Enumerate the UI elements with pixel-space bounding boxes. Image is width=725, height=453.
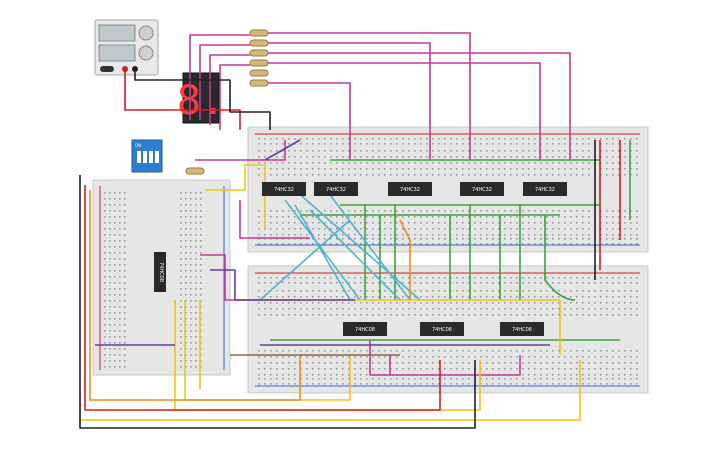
bottom-chip-3[interactable]: 74HC08 [500, 322, 544, 336]
chip-label: 74HC08 [355, 327, 375, 333]
dip-switch[interactable]: ON [131, 139, 163, 173]
top-chip-5[interactable]: 74HC32 [523, 182, 567, 196]
chip-label: 74HC32 [535, 187, 555, 193]
dip-switch-label: ON [135, 143, 141, 148]
top-chip-2[interactable]: 74HC32 [314, 182, 358, 196]
left-chip-label: 74HC08 [158, 262, 164, 282]
chip-label: 74HC32 [274, 187, 294, 193]
bottom-chip-row: 74HC08 74HC08 74HC08 [343, 322, 544, 336]
chip-label: 74HC32 [400, 187, 420, 193]
chip-label: 74HC08 [432, 327, 452, 333]
wires [79, 32, 631, 429]
seven-segment-display[interactable]: 8. [177, 72, 225, 124]
top-chip-3[interactable]: 74HC32 [388, 182, 432, 196]
bottom-chip-1[interactable]: 74HC08 [343, 322, 387, 336]
bottom-chip-2[interactable]: 74HC08 [420, 322, 464, 336]
breadboard-rails [99, 133, 640, 387]
top-chip-1[interactable]: 74HC32 [262, 182, 306, 196]
top-chip-4[interactable]: 74HC32 [460, 182, 504, 196]
resistors [185, 29, 269, 175]
seven-segment-digit: 8. [177, 78, 225, 124]
chip-label: 74HC08 [512, 327, 532, 333]
power-supply[interactable] [94, 19, 159, 76]
top-chip-row: 74HC32 74HC32 74HC32 74HC32 74HC32 [262, 182, 567, 196]
top-breadboard [247, 126, 649, 253]
chip-label: 74HC32 [326, 187, 346, 193]
left-chip[interactable]: 74HC08 [154, 252, 166, 292]
chip-label: 74HC32 [472, 187, 492, 193]
